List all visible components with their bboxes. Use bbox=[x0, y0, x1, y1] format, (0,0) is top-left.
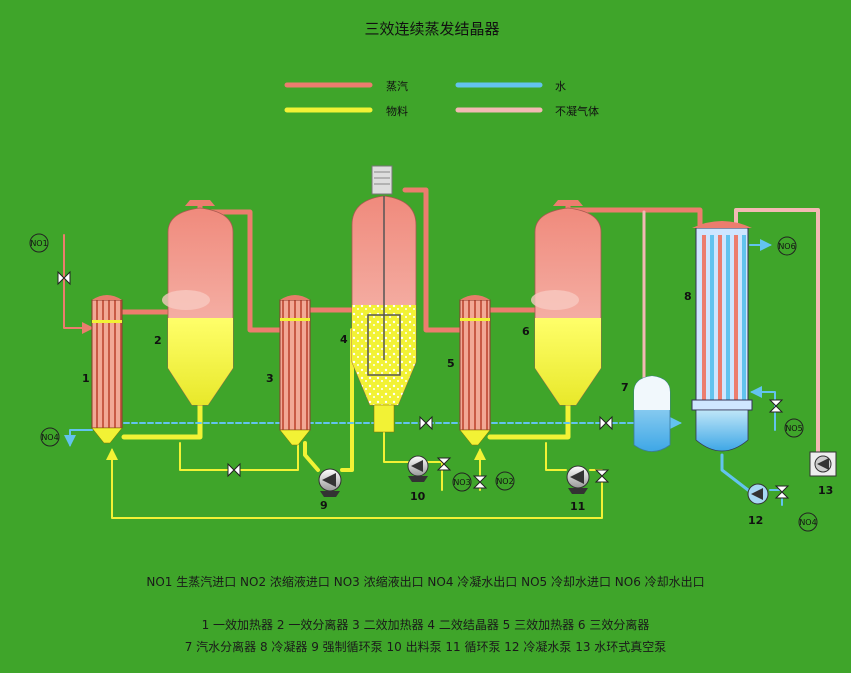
number-4: 4 bbox=[340, 333, 348, 346]
equipment-numbers: 1 2 3 4 5 6 7 8 9 10 11 12 13 bbox=[82, 290, 833, 527]
legend: 蒸汽 水 物料 不凝气体 bbox=[284, 79, 599, 118]
pump-11 bbox=[566, 465, 590, 494]
crystallizer-4 bbox=[351, 165, 417, 433]
legend-noncondensable: 不凝气体 bbox=[555, 104, 599, 118]
number-5: 5 bbox=[447, 357, 455, 370]
legend-material: 物料 bbox=[386, 104, 408, 118]
port-no1: NO1 bbox=[30, 239, 47, 248]
caption-ports: NO1 生蒸汽进口 NO2 浓缩液进口 NO3 浓缩液出口 NO4 冷凝水出口 … bbox=[146, 575, 705, 589]
caption-equipment-2: 7 汽水分离器 8 冷凝器 9 强制循环泵 10 出料泵 11 循环泵 12 冷… bbox=[184, 640, 667, 654]
number-2: 2 bbox=[154, 334, 162, 347]
vacuum-pump-13 bbox=[809, 451, 837, 477]
number-6: 6 bbox=[522, 325, 530, 338]
port-markers: NO1 NO4 NO3 NO2 NO6 NO5 NO4 bbox=[29, 233, 818, 532]
piping bbox=[63, 187, 820, 519]
number-11: 11 bbox=[570, 500, 585, 513]
number-10: 10 bbox=[410, 490, 426, 503]
pump-9 bbox=[318, 468, 342, 497]
port-no2: NO2 bbox=[496, 477, 513, 486]
heater-1 bbox=[91, 295, 123, 444]
number-7: 7 bbox=[621, 381, 629, 394]
legend-steam: 蒸汽 bbox=[386, 79, 408, 93]
heater-3 bbox=[279, 295, 311, 446]
port-no4-right: NO4 bbox=[799, 518, 816, 527]
port-no6: NO6 bbox=[778, 242, 795, 251]
condenser-8 bbox=[691, 221, 753, 452]
number-12: 12 bbox=[748, 514, 763, 527]
diagram-title: 三效连续蒸发结晶器 bbox=[364, 20, 499, 38]
separator-6 bbox=[531, 200, 602, 406]
heater-5 bbox=[459, 295, 491, 446]
legend-water: 水 bbox=[555, 80, 566, 93]
port-no4-left: NO4 bbox=[41, 433, 58, 442]
number-3: 3 bbox=[266, 372, 274, 385]
number-8: 8 bbox=[684, 290, 692, 303]
port-no3: NO3 bbox=[453, 478, 470, 487]
steam-water-separator-7 bbox=[633, 375, 671, 452]
number-1: 1 bbox=[82, 372, 90, 385]
valves bbox=[57, 270, 790, 499]
pump-12 bbox=[747, 483, 769, 505]
pump-10 bbox=[407, 455, 429, 482]
port-no5: NO5 bbox=[785, 424, 802, 433]
caption-equipment-1: 1 一效加热器 2 一效分离器 3 二效加热器 4 二效结晶器 5 三效加热器 … bbox=[201, 618, 650, 632]
separator-2 bbox=[162, 200, 234, 406]
number-13: 13 bbox=[818, 484, 833, 497]
number-9: 9 bbox=[320, 499, 328, 512]
